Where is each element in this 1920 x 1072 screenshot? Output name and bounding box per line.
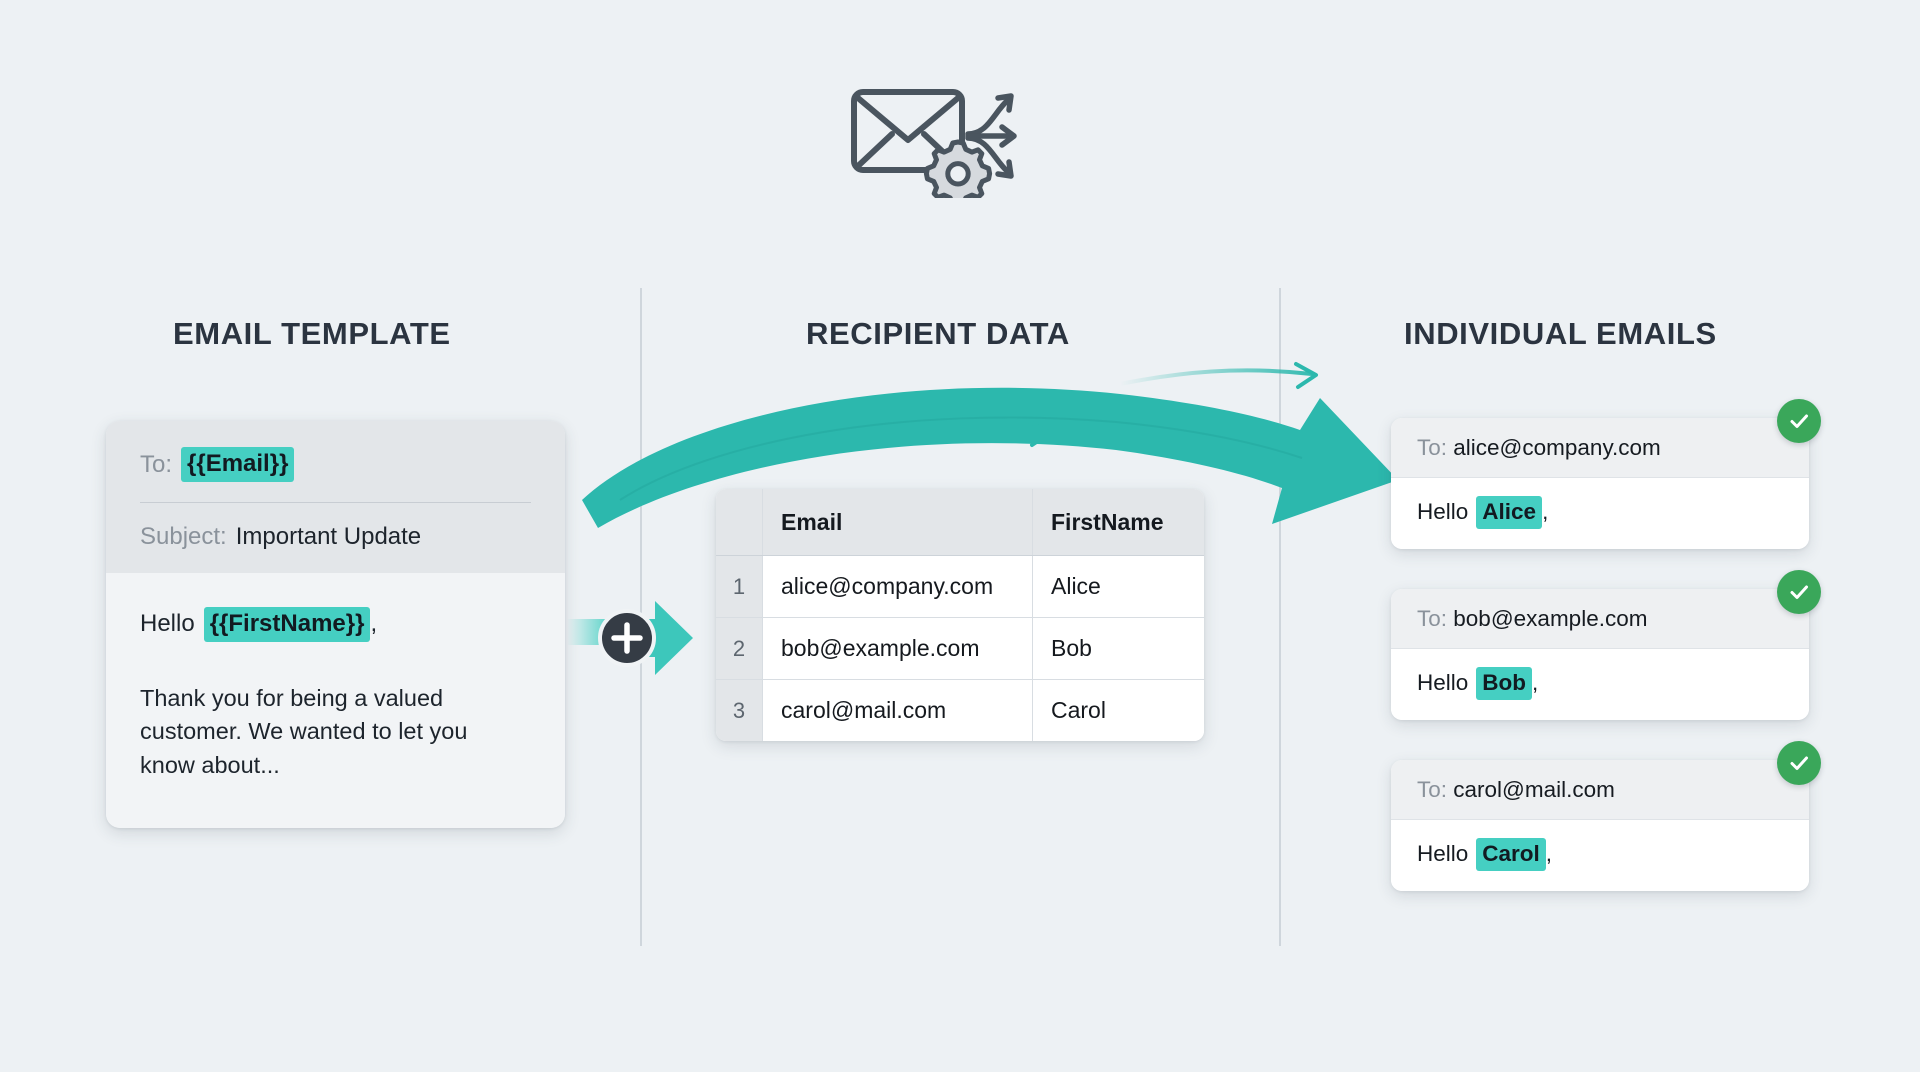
- email-greeting-comma: ,: [1532, 670, 1539, 695]
- column-divider-right: [1279, 288, 1281, 946]
- row-number: 2: [716, 617, 763, 680]
- individual-email-card[interactable]: To: carol@mail.com Hello Carol ,: [1391, 760, 1809, 891]
- email-to-label: To:: [1417, 777, 1448, 802]
- cell-firstname: Carol: [1032, 679, 1204, 741]
- email-greeting-word: Hello: [1417, 841, 1469, 866]
- email-to-value: alice@company.com: [1453, 435, 1661, 460]
- table-header-gutter: [716, 489, 763, 556]
- email-to-label: To:: [1417, 606, 1448, 631]
- template-greeting-row: Hello {{FirstName}} ,: [140, 607, 531, 642]
- check-circle-icon: [1777, 399, 1821, 443]
- row-number: 1: [716, 555, 763, 618]
- template-to-row: To: {{Email}}: [140, 447, 531, 482]
- table-header-email: Email: [762, 489, 1033, 556]
- template-subject-label: Subject:: [140, 523, 227, 550]
- page-title-recipient-data: RECIPIENT DATA: [806, 316, 1070, 351]
- email-firstname-value: Bob: [1476, 667, 1533, 700]
- table-header-row: Email FirstName: [716, 489, 1204, 556]
- email-greeting-row: Hello Carol ,: [1391, 820, 1809, 891]
- template-paragraph: Thank you for being a valued customer. W…: [140, 685, 468, 778]
- merge-node[interactable]: [567, 591, 707, 685]
- email-to-label: To:: [1417, 435, 1448, 460]
- individual-email-card[interactable]: To: alice@company.com Hello Alice ,: [1391, 418, 1809, 549]
- email-to-row: To: bob@example.com: [1391, 589, 1809, 649]
- template-to-label: To:: [140, 450, 173, 478]
- email-greeting-comma: ,: [1545, 841, 1553, 866]
- cell-email: carol@mail.com: [762, 679, 1033, 741]
- template-divider: [140, 502, 531, 503]
- page-title-individual-emails: INDIVIDUAL EMAILS: [1404, 316, 1717, 351]
- template-subject-row: Subject: Important Update: [140, 523, 531, 551]
- template-firstname-token: {{FirstName}}: [203, 607, 371, 642]
- email-to-row: To: alice@company.com: [1391, 418, 1809, 478]
- template-to-token: {{Email}}: [181, 447, 295, 482]
- email-greeting-row: Hello Alice ,: [1391, 478, 1809, 549]
- recipient-data-table[interactable]: Email FirstName 1 alice@company.com Alic…: [716, 489, 1204, 741]
- cell-firstname: Alice: [1032, 555, 1204, 618]
- page-title-email-template: EMAIL TEMPLATE: [173, 316, 451, 351]
- email-to-value: bob@example.com: [1453, 606, 1648, 631]
- table-row[interactable]: 3 carol@mail.com Carol: [716, 679, 1204, 741]
- email-template-header: To: {{Email}} Subject: Important Update: [106, 421, 565, 573]
- table-row[interactable]: 2 bob@example.com Bob: [716, 617, 1204, 680]
- email-to-row: To: carol@mail.com: [1391, 760, 1809, 820]
- template-subject-value: Important Update: [235, 523, 422, 550]
- email-greeting-word: Hello: [1417, 670, 1469, 695]
- check-circle-icon: [1777, 741, 1821, 785]
- table-row[interactable]: 1 alice@company.com Alice: [716, 555, 1204, 618]
- email-template-card[interactable]: To: {{Email}} Subject: Important Update …: [106, 421, 565, 829]
- template-greeting-word: Hello: [140, 610, 195, 637]
- individual-email-card[interactable]: To: bob@example.com Hello Bob ,: [1391, 589, 1809, 720]
- check-circle-icon: [1777, 570, 1821, 614]
- email-firstname-value: Alice: [1476, 496, 1543, 529]
- cell-email: bob@example.com: [762, 617, 1033, 680]
- email-greeting-comma: ,: [1542, 499, 1549, 524]
- email-template-body: Hello {{FirstName}} , Thank you for bein…: [106, 573, 565, 829]
- template-greeting-comma: ,: [370, 610, 378, 637]
- table-header-firstname: FirstName: [1032, 489, 1204, 556]
- envelope-gear-arrows-icon: [848, 78, 1048, 208]
- row-number: 3: [716, 679, 763, 741]
- email-to-value: carol@mail.com: [1453, 777, 1615, 802]
- cell-firstname: Bob: [1032, 617, 1204, 680]
- email-greeting-word: Hello: [1417, 499, 1469, 524]
- cell-email: alice@company.com: [762, 555, 1033, 618]
- email-firstname-value: Carol: [1476, 838, 1546, 871]
- email-greeting-row: Hello Bob ,: [1391, 649, 1809, 720]
